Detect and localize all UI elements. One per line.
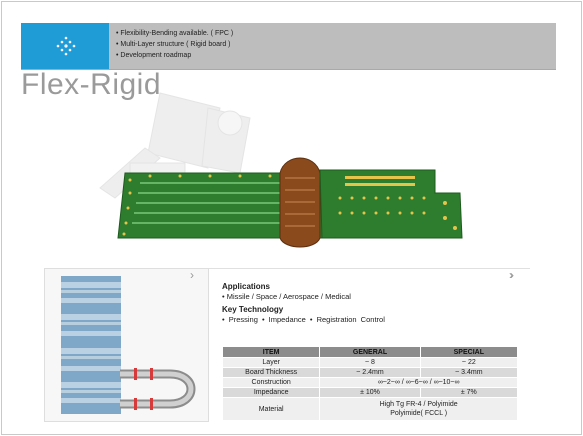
technology-heading: Key Technology xyxy=(222,305,284,314)
feature-bullets: Flexibility-Bending available. ( FPC ) M… xyxy=(116,28,233,61)
flex-rigid-board-image xyxy=(99,92,463,248)
double-chevron-right-icon[interactable]: ›› xyxy=(509,268,514,282)
table-cell: Board Thickness xyxy=(221,367,321,378)
table-cell: High Tg FR-4 / Polyimide Polyimide( FCCL… xyxy=(319,397,518,421)
column-header: GENERAL xyxy=(319,346,421,358)
bullet-item: Flexibility-Bending available. ( FPC ) xyxy=(116,28,233,39)
table-cell: Impedance xyxy=(221,387,321,398)
table-header-row: ITEM GENERAL SPECIAL xyxy=(221,346,519,358)
flex-cable-image xyxy=(120,368,196,410)
technology-text: • Pressing • Impedance • Registration Co… xyxy=(222,315,385,324)
table-cell: ~ 22 xyxy=(419,357,519,368)
table-row: Layer ~ 8 ~ 22 xyxy=(221,357,519,368)
table-cell: ∞~2~∞ / ∞~6~∞ / ∞~10~∞ xyxy=(319,377,518,388)
table-cell: Material xyxy=(221,397,321,421)
cross-section-image xyxy=(61,276,121,414)
bullet-item: Multi-Layer structure ( Rigid board ) xyxy=(116,39,233,50)
table-cell: ~ 2.4mm xyxy=(319,367,421,378)
table-row: Impedance ± 10% ± 7% xyxy=(221,387,519,398)
table-cell: ~ 8 xyxy=(319,357,421,368)
column-header: SPECIAL xyxy=(419,346,519,358)
table-cell: ± 10% xyxy=(319,387,421,398)
table-cell: Construction xyxy=(221,377,321,388)
spec-table: ITEM GENERAL SPECIAL Layer ~ 8 ~ 22 Boar… xyxy=(221,346,519,421)
table-row: Construction ∞~2~∞ / ∞~6~∞ / ∞~10~∞ xyxy=(221,377,518,388)
bottom-panel xyxy=(44,268,530,421)
bullet-item: Development roadmap xyxy=(116,50,233,61)
page-title: Flex-Rigid xyxy=(21,68,162,101)
applications-text: • Missile / Space / Aerospace / Medical xyxy=(222,292,351,301)
logo-block xyxy=(21,23,109,69)
table-cell: ± 7% xyxy=(419,387,519,398)
table-cell: ~ 3.4mm xyxy=(419,367,519,378)
table-cell: Layer xyxy=(221,357,321,368)
column-header: ITEM xyxy=(221,346,321,358)
applications-heading: Applications xyxy=(222,282,271,291)
header-bar xyxy=(21,23,556,70)
table-row: Board Thickness ~ 2.4mm ~ 3.4mm xyxy=(221,367,519,378)
chevron-right-icon[interactable]: › xyxy=(190,268,194,282)
logo-icon xyxy=(56,36,76,56)
table-row: Material High Tg FR-4 / Polyimide Polyim… xyxy=(221,397,518,421)
